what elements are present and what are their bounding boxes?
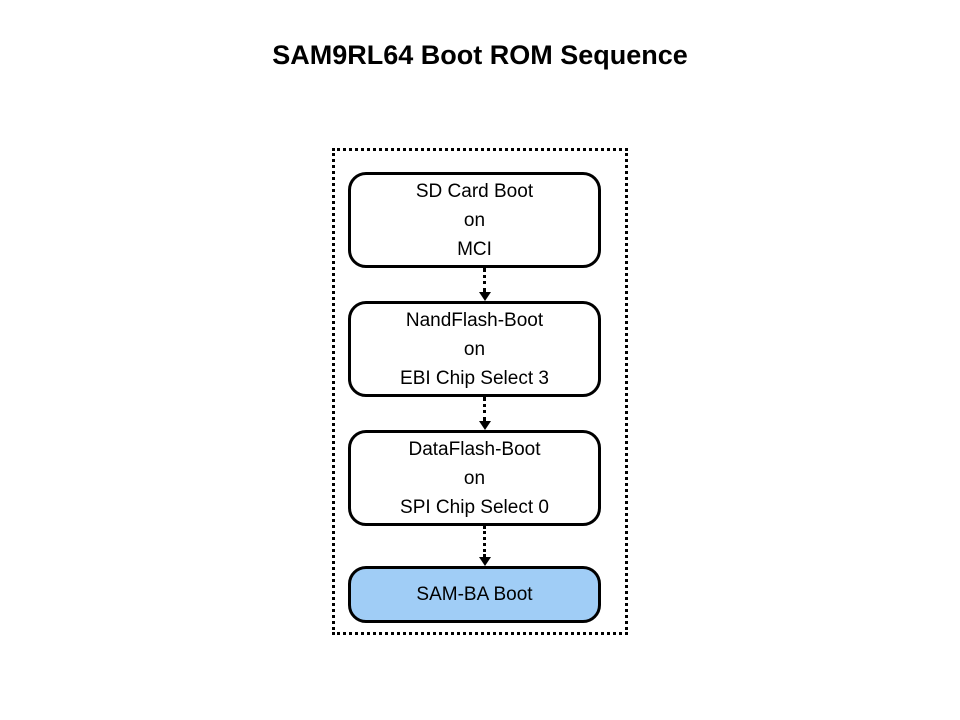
node-label-line: EBI Chip Select 3 (400, 367, 549, 389)
node-label-line: on (463, 209, 486, 231)
node-sam-ba-boot: SAM-BA Boot (348, 566, 601, 623)
node-label-line: MCI (457, 238, 492, 260)
node-label-line: DataFlash-Boot (408, 438, 541, 460)
node-label-line: SAM-BA Boot (416, 584, 533, 605)
node-sd-card-boot: SD Card Boot on MCI (348, 172, 601, 268)
arrow-head-icon (479, 557, 491, 566)
down-arrow (479, 526, 491, 566)
node-label-line: on (463, 338, 486, 360)
page-title: SAM9RL64 Boot ROM Sequence (272, 40, 688, 70)
node-label-line: SPI Chip Select 0 (400, 496, 549, 518)
node-dataflash-boot: DataFlash-Boot on SPI Chip Select 0 (348, 430, 601, 526)
node-label-line: SD Card Boot (415, 180, 534, 202)
arrow-line (483, 526, 486, 557)
arrow-head-icon (479, 421, 491, 430)
node-label-line: on (463, 467, 486, 489)
arrow-head-icon (479, 292, 491, 301)
node-nandflash-boot: NandFlash-Boot on EBI Chip Select 3 (348, 301, 601, 397)
arrow-line (483, 268, 486, 292)
arrow-line (483, 397, 486, 421)
boot-sequence-frame: SD Card Boot on MCI NandFlash-Boot on EB… (332, 148, 628, 635)
node-label-line: NandFlash-Boot (405, 309, 544, 331)
down-arrow (479, 268, 491, 301)
down-arrow (479, 397, 491, 430)
